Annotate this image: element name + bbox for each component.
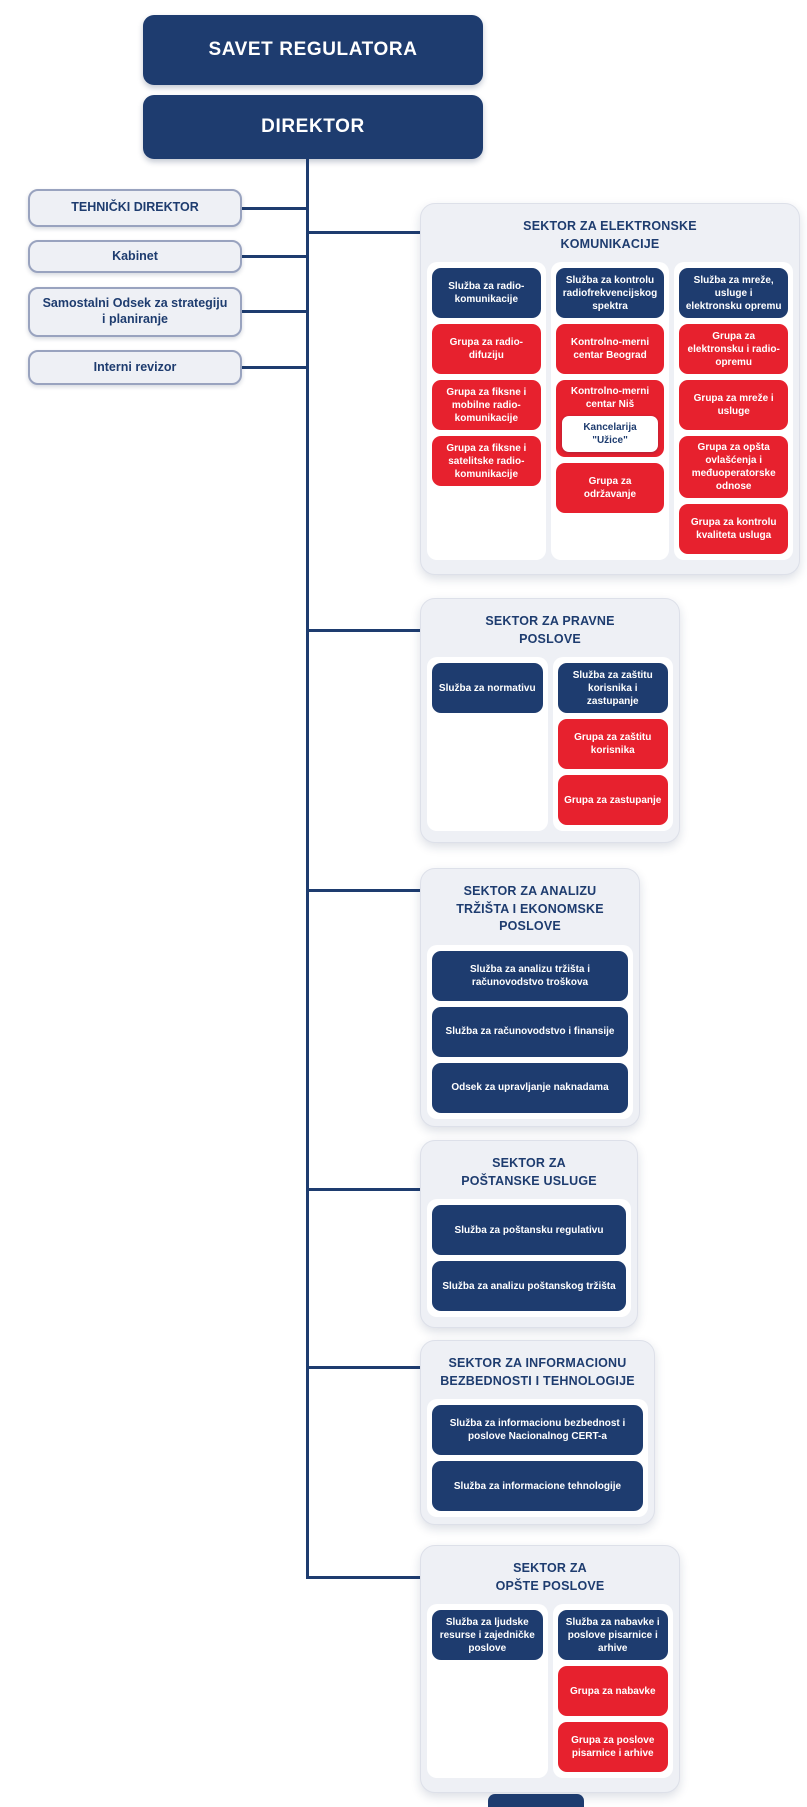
service-box: Služba za analizu poštanskog tržišta xyxy=(432,1261,626,1311)
connector-sector-2 xyxy=(308,629,421,632)
connector-trunk xyxy=(306,157,309,1579)
connector-sector-1 xyxy=(308,231,421,234)
group-box: Grupa za poslove pisarnice i arhive xyxy=(557,1722,668,1772)
column-panel: Služba za normativu xyxy=(427,657,548,831)
service-box: Služba za informacionu bezbednost i posl… xyxy=(432,1405,643,1455)
service-box: Služba za računovodstvo i finansije xyxy=(432,1006,628,1057)
direktor-box: DIREKTOR xyxy=(143,95,483,159)
column-panel: Služba za kontrolu radiofrekvencijskog s… xyxy=(550,262,670,560)
group-box: Grupa za fiksne i satelitske radio-komun… xyxy=(432,436,541,486)
service-box: Služba za ljudske resurse i zajedničke p… xyxy=(432,1610,543,1660)
service-box: Služba za normativu xyxy=(432,663,543,713)
column-panel: Služba za informacionu bezbednost i posl… xyxy=(427,1399,648,1517)
connector-sector-4 xyxy=(308,1188,421,1191)
left-unit-1: TEHNIČKI DIREKTOR xyxy=(28,189,242,227)
group-box: Grupa za elektronsku i radio-opremu xyxy=(679,324,789,374)
column-panel: Služba za ljudske resurse i zajedničke p… xyxy=(427,1604,548,1778)
group-box: Grupa za zastupanje xyxy=(557,775,668,825)
service-box: Služba za mreže, usluge i elektronsku op… xyxy=(679,268,789,318)
group-box: Grupa za održavanje xyxy=(555,463,665,513)
column-panel: Služba za nabavke i poslove pisarnice i … xyxy=(552,1604,673,1778)
left-unit-3: Samostalni Odsek za strategiju i planira… xyxy=(28,287,242,337)
connector-left-1 xyxy=(240,207,308,210)
service-box: Služba za analizu tržišta i računovodstv… xyxy=(432,950,628,1001)
group-box: Grupa za fiksne i mobilne radio-komunika… xyxy=(432,380,541,430)
left-unit-2: Kabinet xyxy=(28,240,242,273)
office-subbox: Kancelarija "Užice" xyxy=(561,416,659,452)
connector-left-4 xyxy=(240,366,308,369)
connector-left-2 xyxy=(240,255,308,258)
savet-regulatora-box: SAVET REGULATORA xyxy=(143,15,483,85)
group-box: Grupa za radio-difuziju xyxy=(432,324,541,374)
service-box: Služba za zaštitu korisnika i zastupanje xyxy=(557,663,668,713)
service-box: Služba za poštansku regulativu xyxy=(432,1205,626,1255)
column-panel: Služba za mreže, usluge i elektronsku op… xyxy=(674,262,794,560)
left-unit-4: Interni revizor xyxy=(28,350,242,385)
connector-sector-6 xyxy=(308,1576,421,1579)
connector-sector-3 xyxy=(308,889,421,892)
service-box: Služba za informacione tehnologije xyxy=(432,1461,643,1511)
service-box: Služba za nabavke i poslove pisarnice i … xyxy=(557,1610,668,1660)
group-box: Grupa za kontrolu kvaliteta usluga xyxy=(679,504,789,554)
service-box: Služba za kontrolu radiofrekvencijskog s… xyxy=(555,268,665,318)
connector-sector-5 xyxy=(308,1366,421,1369)
group-box: Grupa za mreže i usluge xyxy=(679,380,789,430)
group-box: Grupa za zaštitu korisnika xyxy=(557,719,668,769)
column-panel: Služba za analizu tržišta i računovodstv… xyxy=(427,944,633,1119)
group-box: Grupa za opšta ovlašćenja i međuoperator… xyxy=(679,436,789,498)
service-box: Odsek za upravljanje naknadama xyxy=(432,1062,628,1113)
group-box: Grupa za nabavke xyxy=(557,1666,668,1716)
bottom-cutoff-box xyxy=(488,1794,584,1807)
service-box: Služba za radio-komunikacije xyxy=(432,268,541,318)
column-panel: Služba za zaštitu korisnika i zastupanje… xyxy=(552,657,673,831)
group-box: Kontrolno-merni centar Beograd xyxy=(555,324,665,374)
connector-left-3 xyxy=(240,310,308,313)
